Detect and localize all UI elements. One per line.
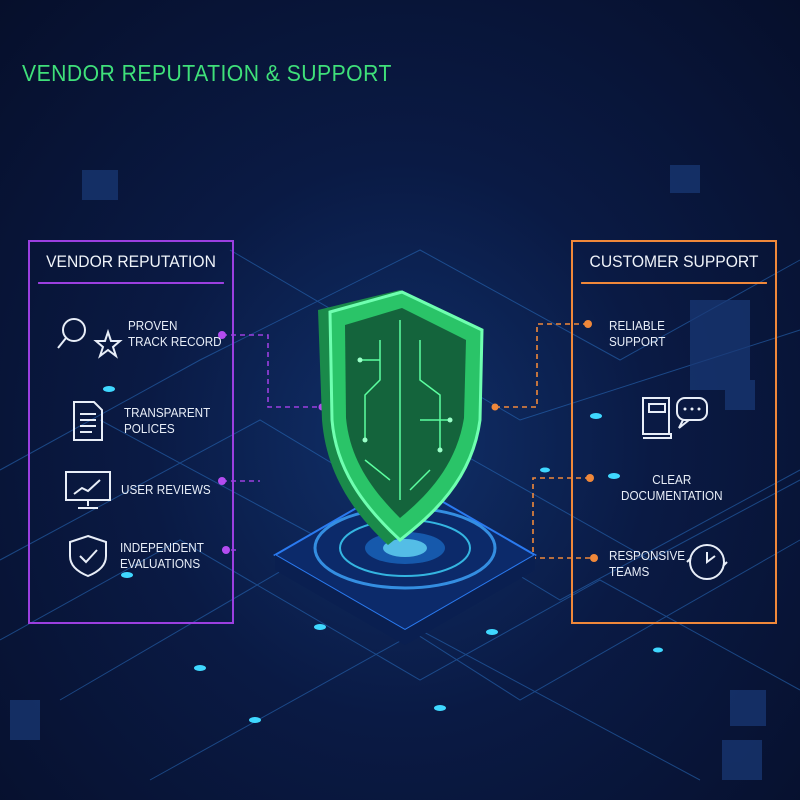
shield-check-icon	[69, 534, 107, 578]
page-title: VENDOR REPUTATION & SUPPORT	[22, 60, 392, 86]
book-chat-icon	[642, 397, 708, 439]
decorative-cubes	[10, 165, 766, 780]
monitor-chart-icon	[65, 471, 111, 509]
clock-refresh-icon	[686, 544, 728, 580]
vendor-reputation-heading: VENDOR REPUTATION	[38, 242, 224, 284]
reliable-support-label: RELIABLE SUPPORT	[609, 318, 666, 349]
clear-documentation-label: CLEAR DOCUMENTATION	[621, 472, 723, 503]
magnifier-star-icon	[57, 318, 123, 359]
document-icon	[73, 401, 103, 441]
independent-evaluations-label: INDEPENDENT EVALUATIONS	[120, 540, 204, 571]
user-reviews-label: USER REVIEWS	[121, 482, 211, 497]
customer-support-heading: CUSTOMER SUPPORT	[581, 242, 767, 284]
vendor-reputation-panel: VENDOR REPUTATION PROVEN TRACK RECORD TR…	[28, 240, 234, 624]
responsive-teams-label: RESPONSIVE TEAMS	[609, 548, 686, 579]
customer-support-panel: CUSTOMER SUPPORT RELIABLE SUPPORT CLEAR …	[571, 240, 777, 624]
proven-track-record-label: PROVEN TRACK RECORD	[128, 318, 222, 349]
transparent-policies-label: TRANSPARENT POLICES	[124, 405, 211, 436]
shield-icon	[318, 290, 484, 545]
